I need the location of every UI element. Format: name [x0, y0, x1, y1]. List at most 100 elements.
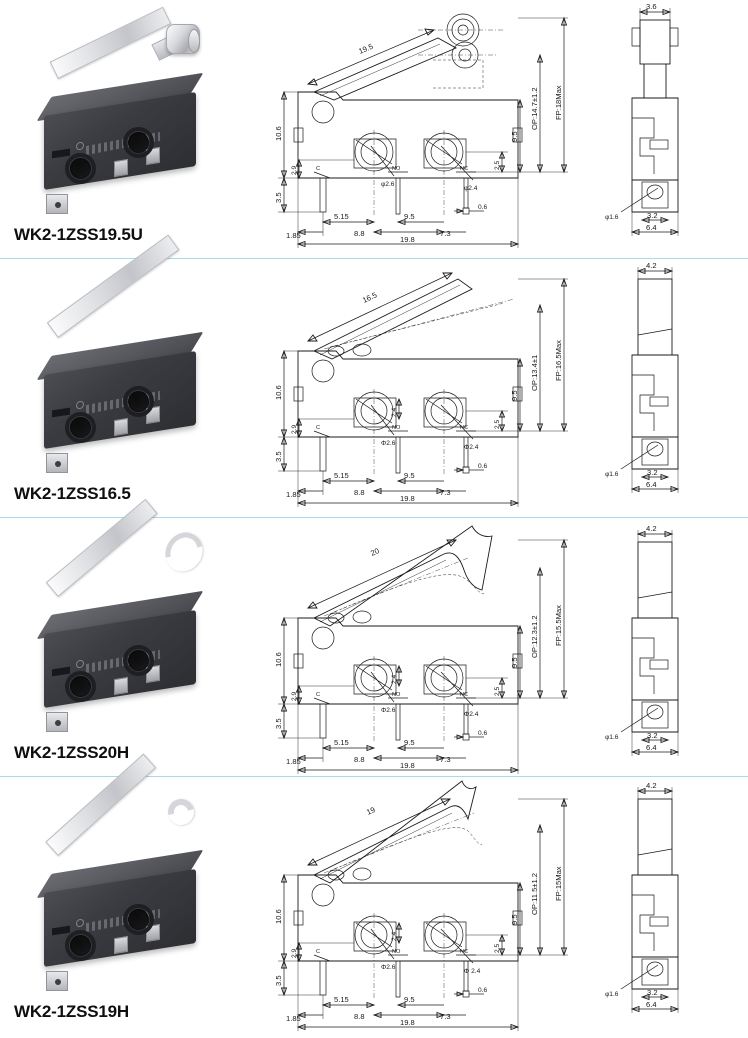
- svg-text:9.5: 9.5: [404, 212, 415, 221]
- svg-text:NC: NC: [460, 949, 468, 955]
- switch-photo-2: [18, 234, 244, 473]
- svg-text:3.5: 3.5: [274, 451, 283, 462]
- svg-text:2.9: 2.9: [291, 692, 298, 701]
- svg-text:2.5: 2.5: [494, 420, 501, 429]
- svg-text:Φ2.4: Φ2.4: [464, 711, 479, 718]
- svg-text:5.15: 5.15: [334, 995, 349, 1004]
- svg-text:1.85: 1.85: [286, 757, 301, 766]
- hole-dia-small: φ2.4: [464, 185, 478, 192]
- hole-offset-2: 2.4: [391, 408, 398, 417]
- front-drawing-3: 20 10.6 2.9 3.5 2.4: [268, 518, 588, 777]
- svg-text:8.8: 8.8: [354, 229, 365, 238]
- svg-text:2.4: 2.4: [391, 932, 398, 941]
- terminal-label-nc: NC: [460, 166, 468, 172]
- side-drawing-2: φ1.6 4.2 3.2 6.4: [588, 259, 748, 518]
- svg-text:Φ 2.4: Φ 2.4: [464, 968, 481, 975]
- hook-tip-icon: [158, 525, 210, 579]
- front-drawing-1: 19.5 10.6 2.9 3.5: [268, 0, 588, 259]
- svg-text:7.3: 7.3: [440, 1012, 451, 1021]
- mounting-hole: [128, 391, 149, 412]
- mounting-hole: [70, 676, 91, 697]
- hook-tip-icon: [163, 794, 199, 830]
- svg-text:7.3: 7.3: [440, 488, 451, 497]
- svg-text:8.8: 8.8: [354, 488, 365, 497]
- product-row-3: WK2-1ZSS20H: [0, 498, 748, 777]
- svg-text:19.8: 19.8: [400, 1018, 415, 1027]
- svg-text:6.4: 6.4: [646, 743, 657, 752]
- svg-text:2.5: 2.5: [494, 161, 501, 170]
- svg-text:2.9: 2.9: [291, 949, 298, 958]
- svg-text:0.6: 0.6: [478, 204, 487, 211]
- switch-terminal: [114, 676, 128, 696]
- svg-text:C: C: [316, 425, 320, 431]
- switch-terminal: [114, 935, 128, 955]
- product-photo-cell-1: WK2-1ZSS19.5U: [0, 0, 268, 259]
- model-label-3: WK2-1ZSS20H: [14, 743, 129, 762]
- side-top-width-1: 3.6: [646, 2, 657, 11]
- svg-text:3.2: 3.2: [647, 988, 658, 997]
- side-top-width-4: 4.2: [646, 781, 657, 790]
- svg-text:0.6: 0.6: [478, 987, 487, 994]
- svg-text:Φ2.6: Φ2.6: [381, 707, 396, 714]
- svg-text:19.8: 19.8: [400, 235, 415, 244]
- switch-pin-terminal: [46, 453, 68, 473]
- mounting-hole: [128, 909, 149, 930]
- svg-text:10.6: 10.6: [274, 385, 283, 400]
- side-drawing-1: φ1.6 3.6 3.2 6.4: [588, 0, 748, 259]
- svg-text:19.5: 19.5: [357, 42, 374, 56]
- svg-text:0.6: 0.6: [478, 463, 487, 470]
- svg-text:19: 19: [365, 805, 376, 817]
- mounting-hole: [70, 935, 91, 956]
- side-outer-width-1: 6.4: [646, 223, 657, 232]
- op-value-2: OP:13.4±1: [530, 355, 539, 391]
- fp-value-3: FP:15.5Max: [554, 605, 563, 646]
- side-dia-1: φ1.6: [605, 214, 619, 221]
- svg-text:NC: NC: [460, 692, 468, 698]
- switch-pin-terminal: [46, 971, 68, 991]
- mounting-hole-ring: [65, 153, 96, 184]
- svg-text:6.4: 6.4: [646, 480, 657, 489]
- svg-text:20: 20: [369, 546, 380, 558]
- svg-text:Φ2.6: Φ2.6: [381, 440, 396, 447]
- svg-text:9.5: 9.5: [510, 390, 519, 401]
- svg-text:9.5: 9.5: [404, 995, 415, 1004]
- svg-text:2.9: 2.9: [291, 425, 298, 434]
- svg-text:9.5: 9.5: [510, 914, 519, 925]
- svg-text:Φ2.6: Φ2.6: [381, 964, 396, 971]
- svg-text:10.6: 10.6: [274, 909, 283, 924]
- svg-text:3.5: 3.5: [274, 192, 283, 203]
- svg-text:2.9: 2.9: [291, 166, 298, 175]
- svg-text:NO: NO: [392, 425, 401, 431]
- product-photo-cell-4: WK2-1ZSS19H: [0, 753, 268, 1036]
- fp-value-2: FP:16.5Max: [554, 340, 563, 381]
- side-top-width-2: 4.2: [646, 261, 657, 270]
- mounting-hole-ring: [123, 386, 154, 417]
- mounting-hole-ring: [123, 127, 154, 158]
- svg-text:2.5: 2.5: [494, 687, 501, 696]
- svg-text:10.6: 10.6: [274, 652, 283, 667]
- svg-text:16.5: 16.5: [361, 290, 378, 304]
- side-dia-4: φ1.6: [605, 991, 619, 998]
- side-drawing-3: φ1.6 4.2 3.2 6.4: [588, 518, 748, 777]
- mounting-hole: [128, 132, 149, 153]
- product-photo-cell-3: WK2-1ZSS20H: [0, 498, 268, 777]
- op-value-4: OP:11.5±1.2: [530, 873, 539, 915]
- mounting-hole: [70, 158, 91, 179]
- svg-text:9.5: 9.5: [404, 471, 415, 480]
- mounting-hole-ring: [123, 904, 154, 935]
- svg-text:6.4: 6.4: [646, 1000, 657, 1009]
- svg-text:8.8: 8.8: [354, 1012, 365, 1021]
- mounting-hole: [70, 417, 91, 438]
- svg-text:2.5: 2.5: [494, 944, 501, 953]
- product-row-4: WK2-1ZSS19H: [0, 753, 748, 1036]
- op-value-3: OP:12.3±1.2: [530, 615, 539, 658]
- svg-text:C: C: [316, 692, 320, 698]
- svg-text:2.4: 2.4: [391, 675, 398, 684]
- switch-photo-3: [18, 498, 244, 732]
- fp-value-4: FP:15Max: [554, 866, 563, 901]
- side-dia-2: φ1.6: [605, 471, 619, 478]
- svg-text:7.3: 7.3: [440, 755, 451, 764]
- svg-text:3.2: 3.2: [647, 468, 658, 477]
- side-top-width-3: 4.2: [646, 524, 657, 533]
